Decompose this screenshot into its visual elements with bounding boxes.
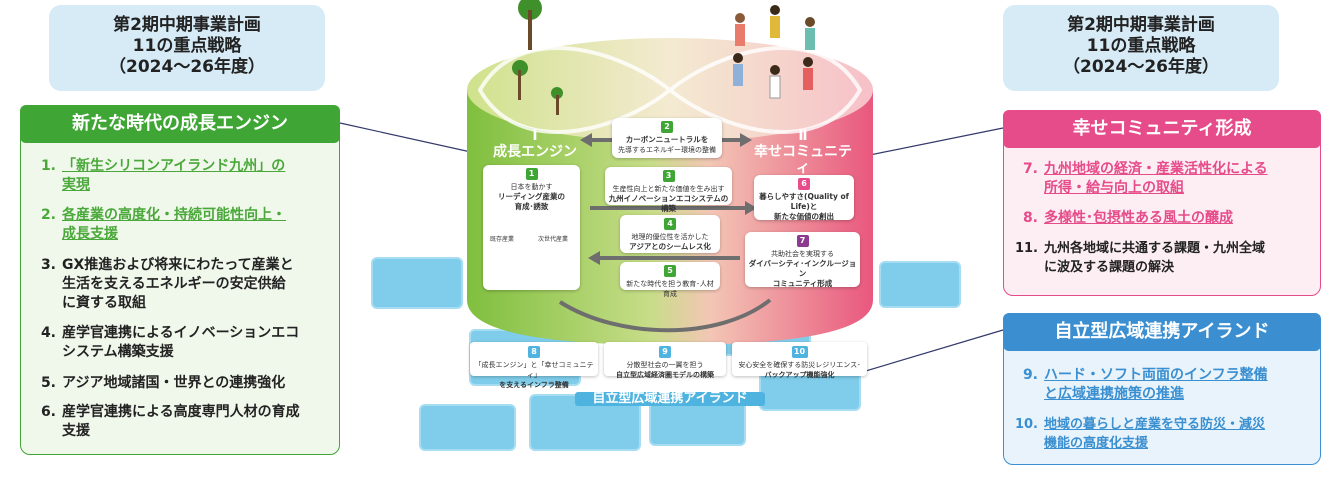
right-plan-header: 第2期中期事業計画 11の重点戦略 （2024～26年度） — [1003, 5, 1279, 91]
strategy-item-8[interactable]: 8. 多様性･包摂性ある風土の醸成 — [1022, 210, 1233, 226]
island-panel: 自立型広域連携アイランド — [1003, 313, 1321, 465]
arrow-heads — [580, 133, 757, 265]
venn-right-label: 次世代産業 — [538, 236, 569, 243]
strategy-item-3: 3. GX推進および将来にわたって産業と生活を支えるエネルギーの安定供給に資する… — [40, 257, 294, 311]
strategy-item-10[interactable]: 10. 地域の暮らしと産業を守る防災・減災機能の高度化支援 — [1014, 417, 1266, 451]
strategy-item-11: 11. 九州各地域に共通する課題・九州全域に波及する課題の解決 — [1014, 241, 1266, 275]
strategy-item-7[interactable]: 7. 九州地域の経済・産業活性化による所得・給与向上の取組 — [1022, 161, 1268, 196]
strategy-item-5: 5. アジア地域諸国・世界との連携強化 — [40, 375, 286, 391]
tree-icons — [512, 0, 563, 115]
strategy-item-1[interactable]: 1. 「新生シリコンアイランド九州」の実現 — [40, 158, 286, 193]
connector-line-happiness — [854, 127, 1004, 159]
diagram-card-7: 7 共助社会を実現する ダイバーシティ･インクルージョン コミュニティ形成 — [745, 232, 860, 288]
pillar1-label: Ⅰ 成長エンジン — [493, 128, 577, 160]
venn-left-label: 既存産業 — [490, 236, 515, 243]
diagram-card-6: 6 暮らしやすさ(Quality of Life)と 新たな価値の創出 — [754, 175, 854, 221]
right-header-line2: 11の重点戦略 — [1086, 36, 1196, 56]
right-header-line3: （2024～26年度） — [1063, 57, 1219, 77]
diagram-card-2: 2 カーボンニュートラルを 先導するエネルギー環境の整備 — [612, 118, 722, 158]
right-header-line1: 第2期中期事業計画 — [1067, 15, 1215, 35]
pillar3-label: Ⅲ 自立型広域連携アイランド — [575, 378, 765, 406]
diagram-card-3: 3 生産性向上と新たな価値を生み出す 九州イノベーションエコシステムの構築 — [605, 167, 732, 213]
diagram-card-5: 5 新たな時代を担う教育･人材育成 — [620, 262, 720, 298]
diagram-card-8: 8 「成長エンジン」と「幸せコミュニティ」 を支えるインフラ整備 — [470, 342, 598, 389]
diagram-card-10: 10 安心安全を確保する防災レジリエンス･ バックアップ機能強化 — [732, 342, 867, 379]
island-title: 自立型広域連携アイランド — [1003, 313, 1321, 351]
strategy-item-6: 6. 産学官連携による高度専門人材の育成支援 — [40, 404, 300, 439]
infinity-outline — [477, 46, 863, 134]
left-header-line2: 11の重点戦略 — [132, 36, 242, 56]
diagram-card-9: 9 分散型社会の一翼を担う 自立型広域経済圏モデルの構築 — [604, 342, 726, 379]
left-header-line1: 第2期中期事業計画 — [113, 15, 261, 35]
people-icons — [733, 5, 815, 99]
left-plan-header: 第2期中期事業計画 11の重点戦略 （2024～26年度） — [49, 5, 325, 91]
strategy-item-2[interactable]: 2. 各産業の高度化・持続可能性向上・成長支援 — [40, 207, 286, 242]
growth-engine-title: 新たな時代の成長エンジン — [20, 105, 340, 143]
diagram-card-1: 1 日本を動かす リーディング産業の 育成･誘致 既存産業 次世代産業 — [483, 165, 580, 290]
pillar2-label: Ⅱ 幸せコミュニティ — [754, 128, 852, 176]
diagram-card-4: 4 地理的優位性を活かした アジアとのシームレス化 — [620, 215, 720, 253]
strategy-item-4: 4. 産学官連携によるイノベーションエコシステム構築支援 — [40, 325, 300, 360]
happiness-community-panel: 幸せコミュニティ形成 — [1003, 110, 1321, 296]
happiness-community-title: 幸せコミュニティ形成 — [1003, 110, 1321, 148]
strategy-item-9[interactable]: 9. ハード・ソフト両面のインフラ整備と広域連携施策の推進 — [1022, 367, 1268, 402]
left-header-line3: （2024～26年度） — [109, 57, 265, 77]
growth-engine-panel: 新たな時代の成長エンジン — [20, 105, 340, 455]
